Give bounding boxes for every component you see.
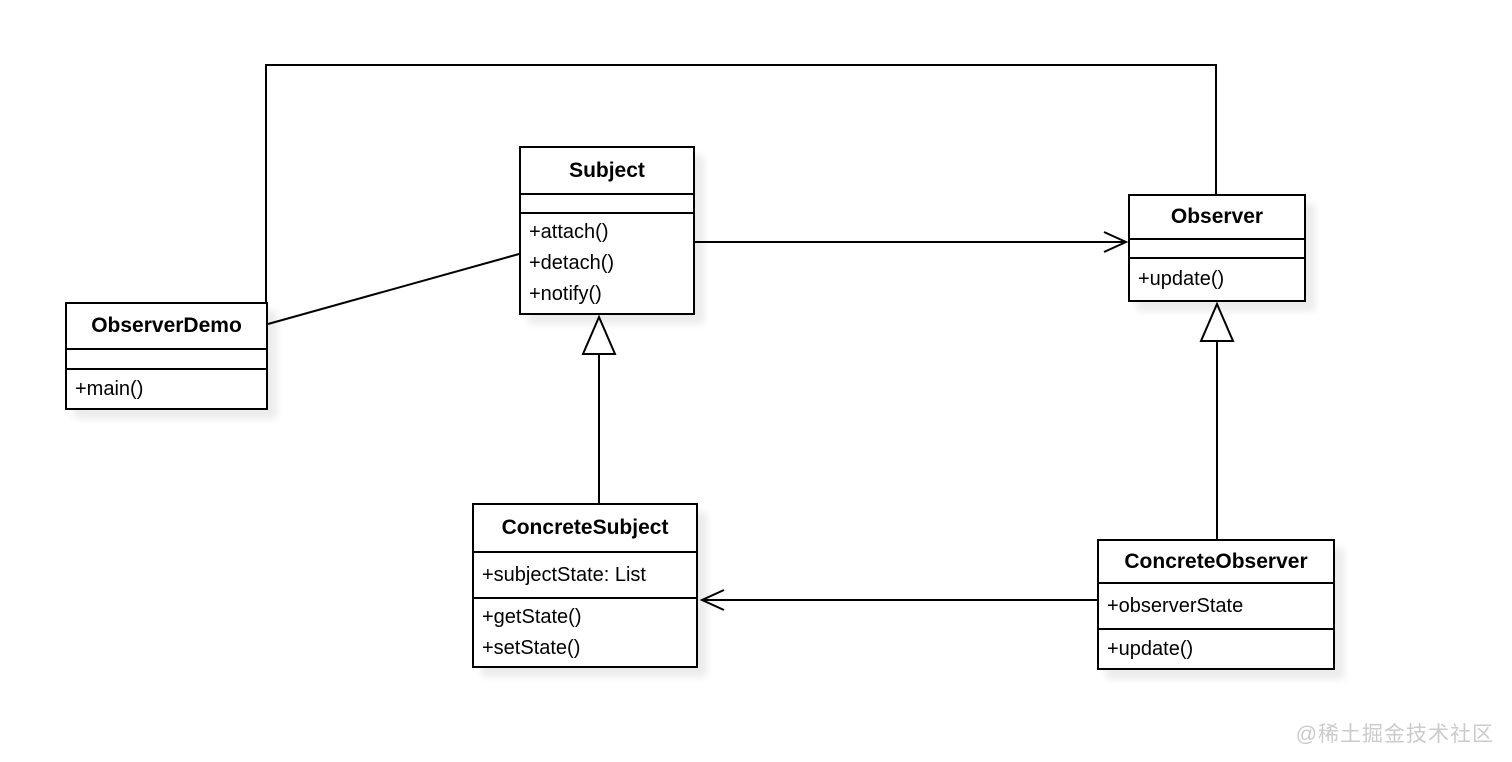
association-subject-observer-arrowhead bbox=[1103, 231, 1129, 253]
association-observerdemo-subject bbox=[267, 253, 520, 325]
method-item: +getState() bbox=[482, 605, 582, 628]
class-box-subject: Subject +attach() +detach() +notify() bbox=[519, 146, 695, 315]
class-methods: +main() bbox=[67, 370, 266, 408]
method-item: +main() bbox=[75, 377, 144, 400]
attribute-item: +observerState bbox=[1107, 594, 1244, 617]
method-item: +detach() bbox=[529, 252, 615, 274]
class-attributes: +observerState bbox=[1099, 584, 1333, 630]
class-methods: +getState() +setState() bbox=[474, 599, 696, 666]
class-methods: +update() bbox=[1099, 630, 1333, 668]
method-item: +attach() bbox=[529, 221, 609, 243]
method-item: +update() bbox=[1107, 637, 1194, 660]
class-attributes-empty bbox=[521, 195, 693, 214]
method-item: +setState() bbox=[482, 636, 581, 659]
generalization-concreteobserver-observer-triangle bbox=[1199, 301, 1235, 342]
class-box-concrete-observer: ConcreteObserver +observerState +update(… bbox=[1097, 539, 1335, 670]
class-attributes-empty bbox=[67, 350, 266, 370]
class-name: ObserverDemo bbox=[67, 304, 266, 350]
class-methods: +attach() +detach() +notify() bbox=[521, 214, 693, 313]
attribute-item: +subjectState: List bbox=[482, 563, 646, 586]
class-attributes-empty bbox=[1130, 240, 1304, 259]
class-name: Observer bbox=[1130, 196, 1304, 240]
method-item: +notify() bbox=[529, 283, 602, 305]
generalization-concretesubject-subject-triangle bbox=[581, 314, 617, 355]
class-methods: +update() bbox=[1130, 259, 1304, 300]
class-box-observer: Observer +update() bbox=[1128, 194, 1306, 302]
class-name: ConcreteSubject bbox=[474, 505, 696, 553]
class-box-concrete-subject: ConcreteSubject +subjectState: List +get… bbox=[472, 503, 698, 668]
method-item: +update() bbox=[1138, 268, 1225, 290]
class-attributes: +subjectState: List bbox=[474, 553, 696, 599]
class-name: Subject bbox=[521, 148, 693, 195]
class-name: ConcreteObserver bbox=[1099, 541, 1333, 584]
watermark-text: @稀土掘金技术社区 bbox=[1295, 723, 1494, 746]
class-box-observer-demo: ObserverDemo +main() bbox=[65, 302, 268, 410]
association-concreteobserver-concretesubject-arrowhead bbox=[699, 589, 725, 611]
association-observerdemo-observer bbox=[265, 64, 1217, 302]
